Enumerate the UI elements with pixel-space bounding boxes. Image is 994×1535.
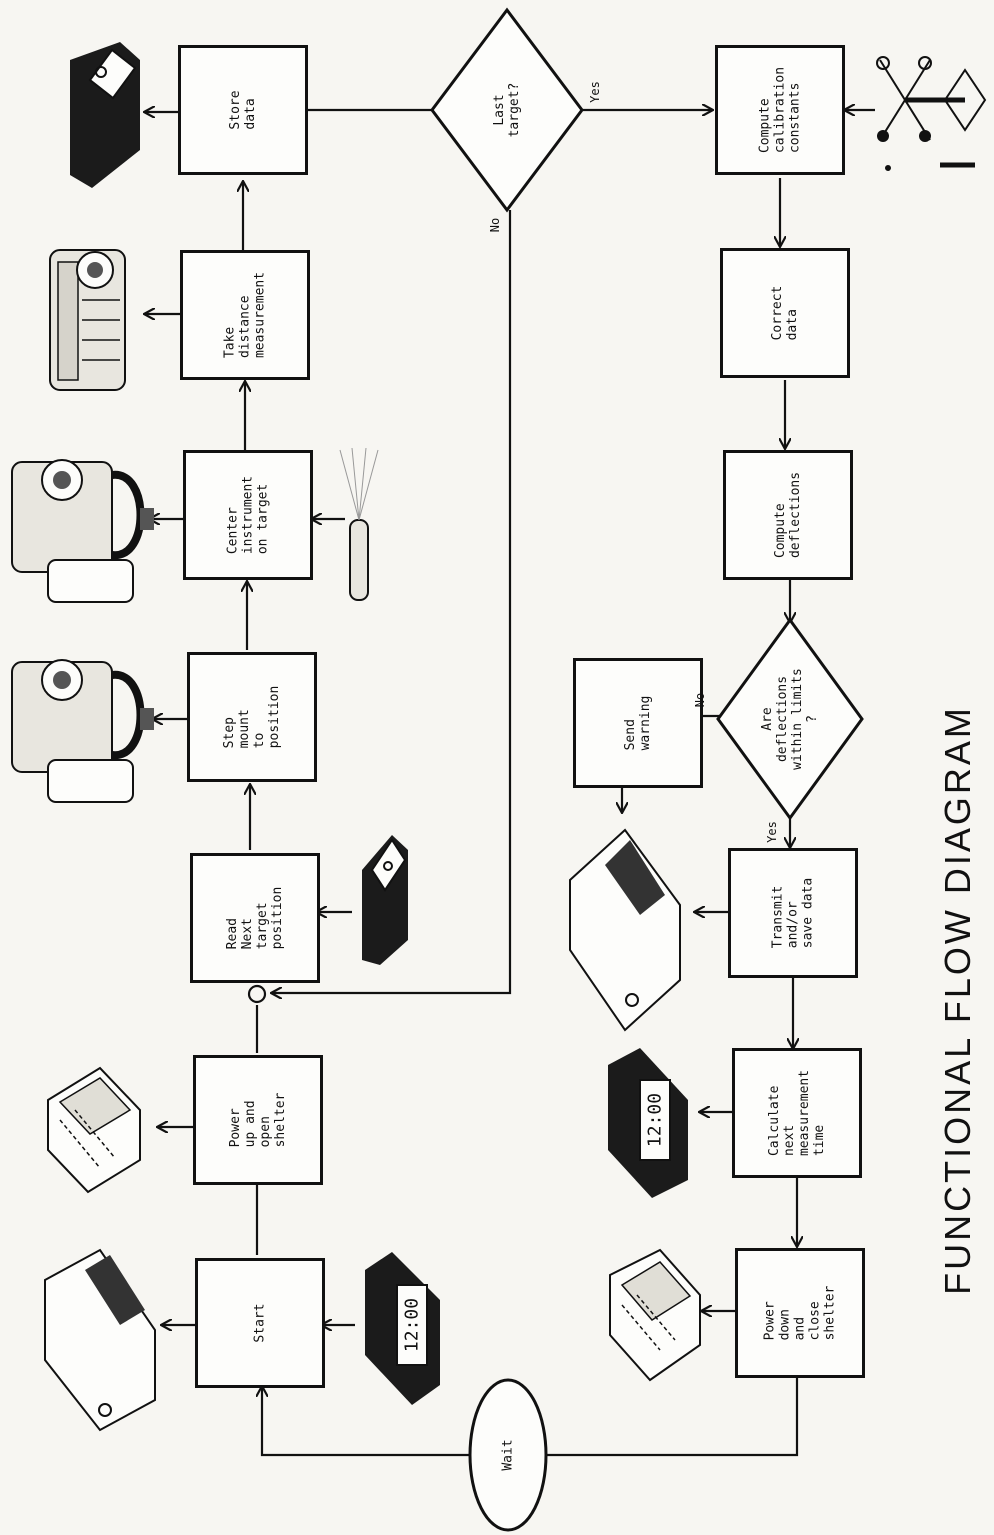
start-box: Start (195, 1258, 325, 1388)
compute-deflections-box: Compute deflections (723, 450, 853, 580)
correct-data-label: Correct data (770, 285, 800, 341)
power-up-label: Power up and open shelter (228, 1092, 288, 1148)
take-distance-label: Take distance measurement (222, 271, 268, 359)
transmit-box: Transmit and/or save data (728, 848, 858, 978)
calculate-next-box: Calculate next measurement time (732, 1048, 862, 1178)
arrow-wait-to-start (262, 1387, 475, 1457)
wait-label: Wait (500, 1439, 516, 1471)
power-down-label: Power down and close shelter (762, 1285, 838, 1341)
clock-icon (365, 1252, 440, 1405)
correct-data-box: Correct data (720, 248, 850, 378)
last-target-no: No (488, 217, 502, 233)
compute-calibration-box: Compute calibration constants (715, 45, 845, 175)
are-deflections-label: Are deflections within limits ? (760, 668, 820, 770)
laser-icon (339, 447, 379, 601)
shelter-icon-2 (609, 1248, 701, 1382)
take-distance-box: Take distance measurement (180, 250, 310, 380)
send-warning-box: Send warning (573, 658, 703, 788)
limits-yes: Yes (765, 821, 779, 843)
power-down-box: Power down and close shelter (735, 1248, 865, 1378)
start-label: Start (252, 1303, 268, 1343)
line-powerdown-to-wait (545, 1374, 799, 1457)
power-up-box: Power up and open shelter (193, 1055, 323, 1185)
theodolite-icon (11, 459, 154, 603)
last-target-diamond (430, 7, 584, 213)
store-data-box: Store data (178, 45, 308, 175)
keyboard-reader-icon (70, 42, 140, 188)
center-instrument-box: Center instrument on target (183, 450, 313, 580)
last-target-label: Last target? (492, 82, 522, 138)
arrow-last-no-loop (272, 210, 512, 993)
read-next-box: Read Next target position (190, 853, 320, 983)
step-mount-box: Step mount to position (187, 652, 317, 782)
store-data-label: Store data (228, 90, 258, 130)
read-next-label: Read Next target position (225, 886, 285, 950)
diagram-title: FUNCTIONAL FLOW DIAGRAM (937, 705, 978, 1295)
wait-oval (468, 1378, 548, 1532)
calculate-next-label: Calculate next measurement time (767, 1069, 827, 1157)
keyboard-reader-icon-2 (362, 835, 408, 965)
send-warning-label: Send warning (623, 695, 653, 751)
compute-deflections-label: Compute deflections (773, 471, 803, 559)
last-target-yes: Yes (588, 81, 602, 103)
step-mount-label: Step mount to position (222, 685, 282, 749)
theodolite-icon-2 (11, 659, 154, 803)
calibration-target-icon (876, 56, 987, 171)
shelter-icon (47, 1066, 141, 1194)
terminal-icon (44, 1248, 156, 1432)
rangefinder-icon (49, 249, 126, 391)
clock-readout: 12:00 (401, 1297, 423, 1353)
clock-readout-2: 12:00 (644, 1092, 666, 1148)
clock-icon-2 (608, 1048, 688, 1198)
center-instrument-label: Center instrument on target (225, 475, 271, 555)
limits-diamond (716, 617, 864, 821)
transmit-label: Transmit and/or save data (770, 877, 816, 949)
terminal-icon-2 (569, 828, 681, 1032)
limits-no: No (693, 692, 707, 708)
loop-junction (247, 984, 267, 1004)
compute-calibration-label: Compute calibration constants (757, 66, 803, 154)
